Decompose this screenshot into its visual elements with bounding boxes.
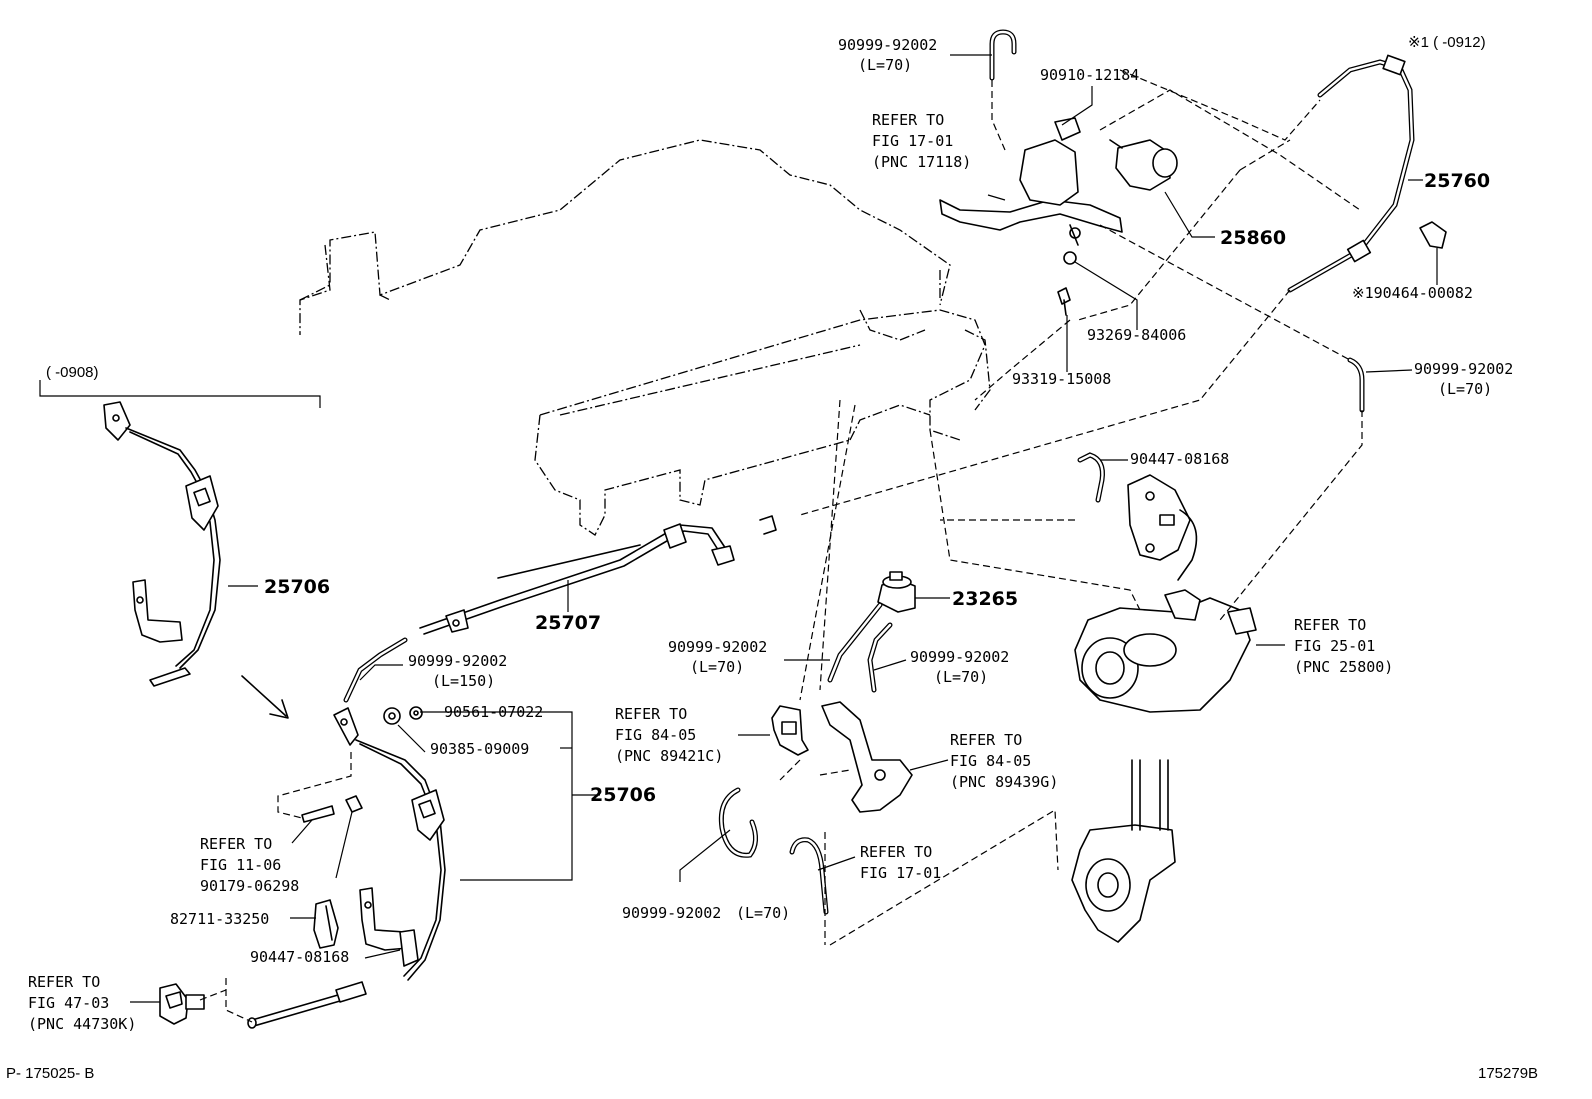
vsv-bracket	[939, 117, 1123, 246]
pipe-25707	[419, 515, 777, 635]
bolt-93319	[1057, 287, 1071, 316]
label-bolt-93319: 93319-15008	[1012, 370, 1111, 388]
vsv-25860	[1109, 139, 1178, 191]
pipe-25706-upper	[103, 401, 221, 687]
sensor-44730k	[159, 983, 205, 1025]
label-hose-right-len: (L=70)	[1438, 380, 1492, 398]
label-refer-17-01-a-pnc: (PNC 17118)	[872, 153, 971, 171]
routing-lines	[199, 69, 1363, 1023]
label-refer-47-03-fig: FIG 47-03	[28, 994, 109, 1012]
label-refer-25-01-fig: FIG 25-01	[1294, 637, 1375, 655]
label-refer-25-01-pnc: (PNC 25800)	[1294, 658, 1393, 676]
hose-25760	[1287, 54, 1415, 293]
hose-right	[1347, 357, 1365, 413]
bracket-89439g	[821, 701, 913, 813]
clip-90447-left	[247, 981, 367, 1029]
label-hose-bottom-len: (L=70)	[736, 904, 790, 922]
label-clip-190464: ※190464-00082	[1352, 284, 1473, 302]
valve-23265	[877, 571, 916, 613]
hose-150	[343, 637, 408, 703]
label-refer-84-05-b: REFER TO	[950, 731, 1022, 749]
label-stud-90179: 90179-06298	[200, 877, 299, 895]
label-hose-mid-left: 90999-92002	[668, 638, 767, 656]
label-refer-84-05-a-fig: FIG 84-05	[615, 726, 696, 744]
clip-90447-right	[1077, 452, 1105, 503]
label-hose-mid-left-len: (L=70)	[690, 658, 744, 676]
label-clip-90447-left: 90447-08168	[250, 948, 349, 966]
label-clamp-82711: 82711-33250	[170, 910, 269, 928]
part-labels: 90999-92002 (L=70) 90910-12184 REFER TO …	[28, 34, 1513, 1033]
note-top-right: ※1 ( -0912)	[1408, 34, 1486, 51]
label-grommet-90385: 90385-09009	[430, 740, 529, 758]
sensor-89421c	[771, 705, 809, 756]
label-vsv-90910: 90910-12184	[1040, 66, 1139, 84]
label-bolt-93269: 93269-84006	[1087, 326, 1186, 344]
label-refer-25-01: REFER TO	[1294, 616, 1366, 634]
throttle-body	[1074, 589, 1257, 713]
hose-bottom-right	[789, 837, 829, 915]
intake-lower	[1071, 759, 1176, 943]
label-refer-11-06: REFER TO	[200, 835, 272, 853]
label-23265: 23265	[952, 588, 1018, 610]
leader-lines	[39, 54, 1438, 1003]
bolt-93269	[1063, 251, 1077, 265]
clamp-82711	[313, 899, 339, 949]
label-hose-bottom: 90999-92002	[622, 904, 721, 922]
hose-mid-left	[827, 602, 883, 683]
label-refer-84-05-b-pnc: (PNC 89439G)	[950, 773, 1058, 791]
grommet-90385	[383, 707, 401, 725]
label-hose-150-len: (L=150)	[432, 672, 495, 690]
footer-left-code: P- 175025- B	[6, 1065, 94, 1082]
label-refer-84-05-b-fig: FIG 84-05	[950, 752, 1031, 770]
clip-190464	[1419, 221, 1447, 249]
label-refer-17-01-b-fig: FIG 17-01	[860, 864, 941, 882]
stud-90179	[301, 795, 363, 823]
label-25707: 25707	[535, 612, 601, 634]
label-25760: 25760	[1424, 170, 1490, 192]
nut-90561	[409, 706, 423, 720]
engine-outline	[299, 139, 991, 536]
label-hose-mid-right: 90999-92002	[910, 648, 1009, 666]
label-25860: 25860	[1220, 227, 1286, 249]
label-refer-84-05-a: REFER TO	[615, 705, 687, 723]
hose-bottom-left	[718, 787, 758, 858]
pipe-25706-lower	[333, 707, 446, 981]
note-left-bracket: ( -0908)	[46, 364, 99, 381]
bracket-right	[1127, 474, 1198, 581]
label-hose-150: 90999-92002	[408, 652, 507, 670]
footer-right-code: 175279B	[1478, 1065, 1538, 1082]
label-refer-17-01-a-fig: FIG 17-01	[872, 132, 953, 150]
label-clip-90447-right: 90447-08168	[1130, 450, 1229, 468]
label-refer-47-03: REFER TO	[28, 973, 100, 991]
hose-top	[989, 29, 1017, 81]
label-refer-84-05-a-pnc: (PNC 89421C)	[615, 747, 723, 765]
label-nut-90561: 90561-07022	[444, 703, 543, 721]
label-hose-top-len: (L=70)	[858, 56, 912, 74]
label-25706-lower: 25706	[590, 784, 656, 806]
label-refer-47-03-pnc: (PNC 44730K)	[28, 1015, 136, 1033]
label-25706-upper: 25706	[264, 576, 330, 598]
label-hose-mid-right-len: (L=70)	[934, 668, 988, 686]
label-hose-right: 90999-92002	[1414, 360, 1513, 378]
hose-mid-right	[867, 622, 893, 693]
label-refer-17-01-b: REFER TO	[860, 843, 932, 861]
label-refer-17-01-a: REFER TO	[872, 111, 944, 129]
direction-arrow	[241, 675, 289, 719]
label-refer-11-06-fig: FIG 11-06	[200, 856, 281, 874]
label-hose-top: 90999-92002	[838, 36, 937, 54]
